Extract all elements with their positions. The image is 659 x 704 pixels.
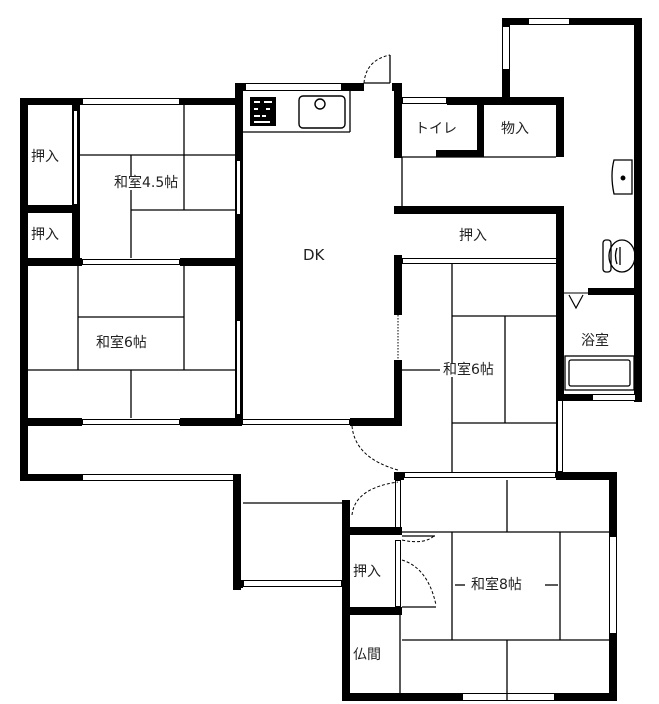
wall [233,580,243,588]
wall [609,634,617,700]
bath-door-icon [568,294,584,310]
sliding-door [395,480,401,528]
wall [20,98,82,105]
sliding-door [82,419,180,425]
room-label-washitsu-8: 和室8帖 [470,577,523,593]
window [609,536,617,634]
wall [555,693,617,701]
wall [342,693,462,701]
stove-icon [250,97,276,126]
room-label-oshiire-nw-lower: 押入 [30,227,60,243]
wall [20,98,28,480]
wall [609,472,617,536]
window [462,693,555,701]
wall [233,474,241,590]
wall [556,472,616,480]
sliding-door [404,472,556,478]
sliding-door [242,419,350,425]
wall [394,83,402,158]
window [245,83,342,91]
toilet-bowl-icon [602,239,636,273]
room-label-dk: DK [302,246,326,264]
tatami-lines [28,105,609,700]
wall [634,18,642,402]
wall [342,83,364,91]
window [82,98,180,105]
sliding-door [73,110,78,205]
wall [556,394,592,401]
kitchen-sink-icon [298,95,346,129]
room-label-toilet: トイレ [414,121,458,137]
sliding-door [395,540,401,607]
wall [20,258,82,266]
window [528,18,570,25]
wall [350,418,402,426]
wall [477,97,484,157]
window [592,394,636,401]
wall [394,206,564,214]
sliding-door [402,258,557,264]
room-label-butsuma: 仏間 [352,647,382,663]
wall [20,474,82,481]
wall [342,500,350,700]
wash-basin-icon [611,159,633,195]
sliding-door [236,160,241,215]
wall [394,472,404,480]
wall [235,83,245,91]
wall [342,527,402,535]
room-label-oshiire-center: 押入 [458,228,488,244]
room-label-washitsu-6-west: 和室6帖 [95,335,148,351]
window [502,26,510,70]
room-label-oshiire-south: 押入 [352,564,382,580]
door-swing-lines [351,54,437,606]
sliding-door [82,259,180,265]
room-label-washitsu-4-5: 和室4.5帖 [113,175,180,191]
window [82,474,234,481]
wall [20,205,80,213]
wall [556,206,564,264]
window [243,580,342,587]
wall [502,18,528,25]
room-label-bath: 浴室 [580,333,610,349]
wall [394,360,402,425]
sliding-door [557,400,563,472]
room-label-washitsu-6-east: 和室6帖 [442,362,495,378]
wall [394,255,402,315]
bathtub-icon [564,355,635,391]
wall [180,258,240,266]
wall [180,418,242,426]
wall [556,260,564,400]
window [402,97,447,104]
room-label-storage: 物入 [500,121,530,137]
wall [436,150,484,157]
wall [588,288,638,295]
wall [556,97,564,157]
room-label-oshiire-nw-upper: 押入 [30,149,60,165]
sliding-door [236,320,241,415]
wall [180,98,240,105]
wall [570,18,642,25]
wall [342,607,402,615]
wall [235,85,243,425]
wall [20,418,82,426]
